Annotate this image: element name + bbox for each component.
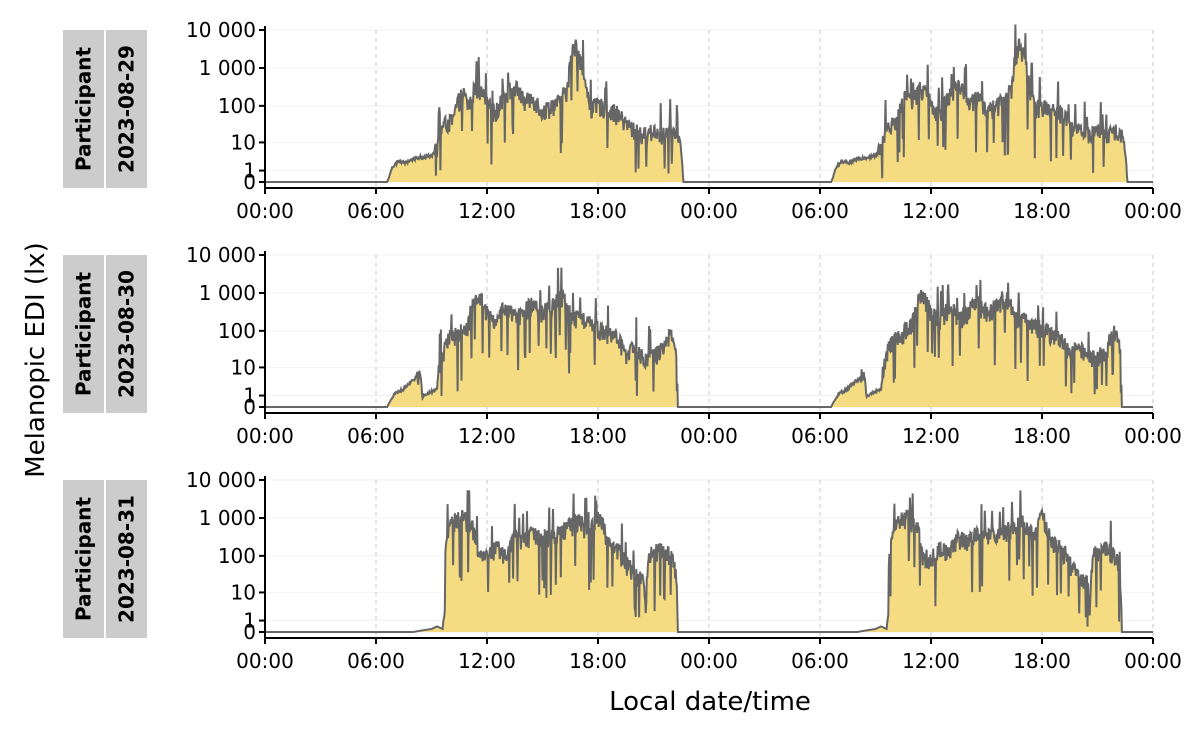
strip-box bbox=[106, 30, 147, 188]
strip-label: 2023-08-29 bbox=[115, 45, 139, 173]
x-tick-label: 12:00 bbox=[902, 649, 960, 673]
strip-box bbox=[106, 255, 147, 413]
strip-box bbox=[106, 480, 147, 638]
x-tick-label: 06:00 bbox=[791, 424, 849, 448]
y-tick-label: 1 bbox=[243, 384, 256, 408]
x-axis-title: Local date/time bbox=[609, 687, 811, 717]
x-tick-label: 18:00 bbox=[569, 199, 627, 223]
strip-box bbox=[63, 480, 104, 638]
x-tick-label: 00:00 bbox=[236, 424, 294, 448]
y-tick-label: 1 bbox=[243, 159, 256, 183]
strip-box bbox=[63, 255, 104, 413]
y-tick-label: 0 bbox=[243, 395, 256, 419]
x-tick-label: 00:00 bbox=[680, 649, 738, 673]
y-tick-label: 0 bbox=[243, 170, 256, 194]
panel-2023-08-29: Participant 2023-08-29 01 10 100 1 000 10 000 0… bbox=[63, 18, 1182, 223]
y-tick-label: 10 000 bbox=[186, 18, 256, 42]
y-tick-label: 10 bbox=[231, 580, 256, 604]
x-tick-label: 00:00 bbox=[236, 199, 294, 223]
strip-label: 2023-08-30 bbox=[115, 270, 139, 398]
y-tick-label: 100 bbox=[218, 94, 256, 118]
x-tick-label: 12:00 bbox=[458, 649, 516, 673]
panel-2023-08-30: Participant 2023-08-30 01 10 100 1 000 10 000 0… bbox=[63, 243, 1182, 448]
x-tick-label: 12:00 bbox=[902, 199, 960, 223]
x-tick-label: 06:00 bbox=[791, 199, 849, 223]
x-tick-label: 06:00 bbox=[347, 199, 405, 223]
x-tick-label: 06:00 bbox=[347, 424, 405, 448]
x-tick-label: 00:00 bbox=[236, 649, 294, 673]
x-tick-label: 12:00 bbox=[902, 424, 960, 448]
x-tick-label: 00:00 bbox=[1124, 424, 1182, 448]
y-tick-label: 10 000 bbox=[186, 243, 256, 267]
x-tick-label: 12:00 bbox=[458, 199, 516, 223]
y-tick-label: 1 000 bbox=[199, 281, 256, 305]
panel-2023-08-31: Participant 2023-08-31 01 10 100 1 000 10 000 0… bbox=[63, 468, 1182, 673]
y-tick-label: 10 bbox=[231, 130, 256, 154]
y-tick-label: 10 000 bbox=[186, 468, 256, 492]
strip-label: Participant bbox=[72, 46, 96, 171]
x-tick-label: 18:00 bbox=[569, 424, 627, 448]
strip-label: Participant bbox=[72, 496, 96, 621]
strip-box bbox=[63, 30, 104, 188]
y-tick-label: 1 000 bbox=[199, 56, 256, 80]
x-tick-label: 00:00 bbox=[1124, 649, 1182, 673]
light-line bbox=[265, 24, 1153, 183]
light-line bbox=[265, 490, 1153, 633]
x-tick-label: 06:00 bbox=[791, 649, 849, 673]
strip-label: 2023-08-31 bbox=[115, 495, 139, 623]
y-tick-label: 10 bbox=[231, 355, 256, 379]
x-tick-label: 18:00 bbox=[1013, 649, 1071, 673]
y-tick-label: 1 000 bbox=[199, 506, 256, 530]
x-tick-label: 00:00 bbox=[680, 424, 738, 448]
x-tick-label: 18:00 bbox=[1013, 424, 1071, 448]
y-tick-label: 100 bbox=[218, 544, 256, 568]
x-tick-label: 12:00 bbox=[458, 424, 516, 448]
light-area bbox=[265, 490, 1153, 632]
light-area bbox=[265, 267, 1153, 407]
strip-label: Participant bbox=[72, 271, 96, 396]
x-tick-label: 18:00 bbox=[1013, 199, 1071, 223]
x-tick-label: 00:00 bbox=[680, 199, 738, 223]
y-axis-title: Melanopic EDI (lx) bbox=[21, 242, 51, 478]
x-tick-label: 00:00 bbox=[1124, 199, 1182, 223]
y-tick-label: 0 bbox=[243, 620, 256, 644]
x-tick-label: 18:00 bbox=[569, 649, 627, 673]
y-tick-label: 100 bbox=[218, 319, 256, 343]
light-line bbox=[265, 267, 1153, 408]
y-tick-label: 1 bbox=[243, 609, 256, 633]
x-tick-label: 06:00 bbox=[347, 649, 405, 673]
